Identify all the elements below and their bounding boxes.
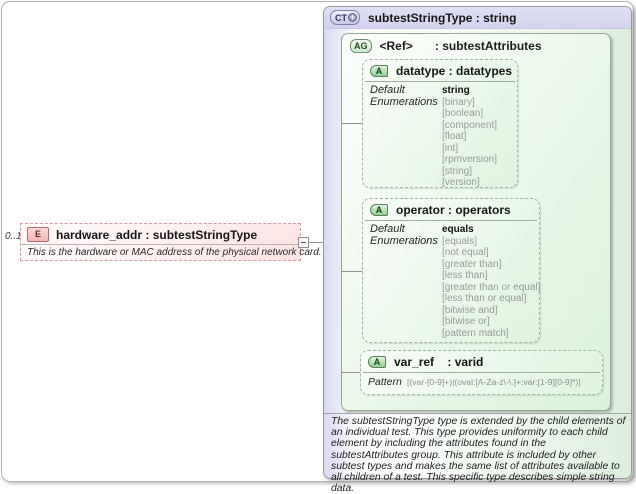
enum-value: [string] xyxy=(442,165,473,177)
default-value: equals xyxy=(442,224,474,235)
tree-connector-operator xyxy=(341,271,363,272)
attribute-group-header: AG <Ref> : subtestAttributes xyxy=(342,34,610,53)
attribute-title: datatype : datatypes xyxy=(396,64,513,78)
attribute-box-var-ref: A var_ref : varid Pattern [(var-[0-9]+)|… xyxy=(360,350,603,395)
enum-value: [component] xyxy=(442,119,498,131)
complex-type-annotation: The subtestStringType type is extended b… xyxy=(331,416,626,494)
element-annotation: This is the hardware or MAC address of t… xyxy=(27,247,322,258)
facet-row: Default Enumerations string [binary] [bo… xyxy=(363,82,517,189)
complex-type-icon[interactable]: CT + xyxy=(330,10,360,25)
tree-connector-varref xyxy=(341,372,361,373)
collapse-toggle[interactable] xyxy=(298,237,309,248)
ct-icon-label: CT xyxy=(335,12,347,23)
attribute-header: A datatype : datatypes xyxy=(363,60,517,81)
tree-connector-datatype xyxy=(341,123,363,124)
pattern-row: Pattern [(var-[0-9]+)|(oval:[A-Za-z\-\.]… xyxy=(361,373,602,388)
pattern-value: [(var-[0-9]+)|(oval:[A-Za-z\-\.]+:var:[1… xyxy=(407,377,581,387)
enum-value: [bitwise and] xyxy=(442,304,498,316)
enum-value: [bitwise or] xyxy=(442,316,490,327)
attribute-header: A var_ref : varid xyxy=(361,351,602,372)
complex-type-header: CT + subtestStringType : string xyxy=(324,7,631,29)
enum-value: [less than or equal] xyxy=(442,293,527,304)
attribute-group-name: <Ref> xyxy=(379,39,413,53)
enum-value: [boolean] xyxy=(442,108,484,119)
element-separator xyxy=(22,244,299,245)
attribute-separator xyxy=(365,220,537,221)
connector-line xyxy=(301,242,324,243)
enum-value: [int] xyxy=(442,142,459,154)
minus-icon xyxy=(301,242,306,243)
attribute-box-operator: A operator : operators Default Enumerati… xyxy=(362,198,540,343)
attribute-separator xyxy=(363,372,600,373)
facet-values: equals [equals] [not equal] [greater tha… xyxy=(442,224,540,339)
enum-value: [binary] xyxy=(442,96,475,108)
enum-value: [pattern match] xyxy=(442,327,509,339)
enum-value: [greater than or equal] xyxy=(442,281,541,293)
enum-value: [less than] xyxy=(442,270,488,281)
enum-value: [float] xyxy=(442,131,467,142)
default-label: Default xyxy=(370,223,405,235)
default-label: Default xyxy=(370,84,405,96)
attribute-header: A operator : operators xyxy=(363,199,539,220)
element-header: E hardware_addr : subtestStringType xyxy=(21,224,300,244)
enumerations-label: Enumerations xyxy=(370,234,438,247)
enum-value: [greater than] xyxy=(442,258,502,270)
facet-values: string [binary] [boolean] [component] [f… xyxy=(442,85,513,189)
default-value: string xyxy=(442,85,470,96)
enum-value: [not equal] xyxy=(442,247,489,258)
element-title: hardware_addr : subtestStringType xyxy=(56,227,258,242)
facet-labels: Default Enumerations xyxy=(370,223,442,339)
attribute-group-type: : subtestAttributes xyxy=(434,39,542,53)
enum-value: [rpmversion] xyxy=(442,154,498,165)
attribute-group-icon: AG xyxy=(350,39,372,53)
attribute-separator xyxy=(365,81,515,82)
element-box-hardware-addr[interactable]: E hardware_addr : subtestStringType This… xyxy=(20,223,322,261)
element-icon: E xyxy=(27,227,49,242)
enum-value: [equals] xyxy=(442,235,478,247)
pattern-label: Pattern xyxy=(368,376,402,388)
enum-value: [version] xyxy=(442,177,480,188)
facet-row: Default Enumerations equals [equals] [no… xyxy=(363,221,540,339)
enumerations-label: Enumerations xyxy=(370,95,438,108)
attribute-icon: A xyxy=(370,65,388,77)
cardinality-label: 0..1 xyxy=(5,231,22,242)
attribute-icon: A xyxy=(370,204,388,216)
attribute-title: var_ref : varid xyxy=(394,355,484,369)
attribute-title: operator : operators xyxy=(396,203,511,217)
expand-plus-icon[interactable]: + xyxy=(348,12,357,22)
attribute-group-box: AG <Ref> : subtestAttributes A datatype … xyxy=(341,33,611,411)
annotation-separator xyxy=(324,413,631,414)
complex-type-box: CT + subtestStringType : string AG <Ref>… xyxy=(323,6,632,494)
complex-type-title: subtestStringType : string xyxy=(368,10,517,25)
facet-labels: Default Enumerations xyxy=(370,84,442,189)
attribute-box-datatype: A datatype : datatypes Default Enumerati… xyxy=(362,59,518,188)
attribute-icon: A xyxy=(368,356,386,368)
